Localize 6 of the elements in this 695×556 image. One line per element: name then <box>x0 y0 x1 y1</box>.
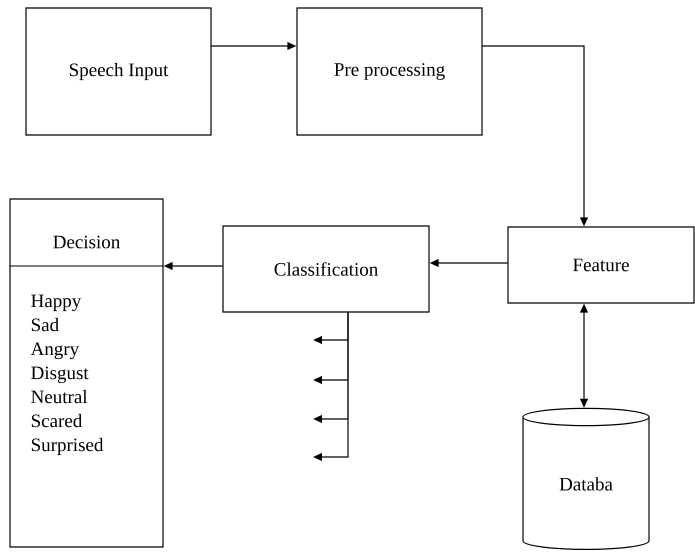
decision-box: Decision Happy Sad Angry Disgust Neutral Scared Surprised <box>9 198 164 548</box>
process-box: Pre processing <box>296 7 483 136</box>
database-cylinder: Databa <box>522 408 650 550</box>
process-box: Classification <box>222 225 430 313</box>
process-box: Feature <box>507 226 695 304</box>
process-box: Speech Input <box>25 7 212 136</box>
